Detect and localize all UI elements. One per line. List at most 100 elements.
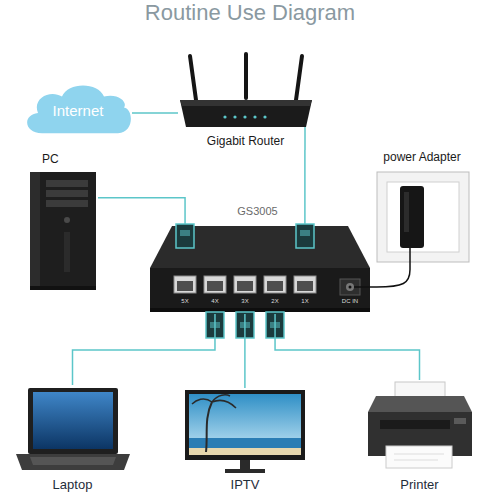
- switch-node: GS3005: [145, 224, 370, 314]
- switch-illustration-part: [150, 308, 370, 312]
- router-illustration-part: [244, 54, 248, 98]
- switch-illustration-part: [354, 286, 370, 288]
- switch-illustration-part: [297, 281, 313, 291]
- cable-plug-part: [300, 230, 310, 236]
- device-node: Laptop: [15, 385, 130, 495]
- node-label: IPTV: [231, 477, 260, 493]
- laptop-illustration-part: [30, 457, 116, 465]
- laptop-illustration-part: [33, 392, 113, 449]
- port-label: DC IN: [335, 298, 365, 304]
- switch-illustration-part: [237, 281, 253, 291]
- laptop-illustration-part: [16, 454, 130, 470]
- switch-illustration-part: [267, 281, 283, 291]
- node-label: Laptop: [53, 477, 93, 493]
- cable-plug-part: [206, 312, 224, 338]
- cable-plug-part: [240, 322, 250, 328]
- printer-illustration: [368, 382, 472, 468]
- port-label: 1X: [293, 298, 317, 304]
- node-label: GS3005: [145, 205, 370, 218]
- cable-plug-part: [176, 224, 194, 248]
- device-node: Printer: [362, 380, 477, 495]
- network-cable: [275, 314, 419, 380]
- network-cable: [73, 314, 215, 385]
- cable-plug-part: [180, 230, 190, 236]
- laptop-illustration-part: [28, 388, 118, 454]
- switch-illustration-part: [294, 276, 316, 293]
- tv-illustration-part: [185, 390, 305, 460]
- router-illustration-part: [233, 115, 236, 118]
- tv-illustration-part: [189, 394, 301, 455]
- node-label: PC: [42, 152, 59, 166]
- cable-plug-part: [266, 312, 284, 338]
- power-outlet-illustration-part: [377, 172, 469, 262]
- printer-illustration-part: [394, 454, 444, 455]
- printer-illustration-part: [395, 382, 445, 398]
- network-cable: [132, 112, 178, 114]
- device-node: IPTV: [180, 388, 310, 495]
- printer-illustration-part: [394, 460, 438, 461]
- laptop-illustration: [16, 388, 130, 470]
- switch-illustration-part: [207, 281, 223, 291]
- port-label: 4X: [203, 298, 227, 304]
- device-node: power Adapter: [372, 148, 472, 266]
- port-label: 3X: [233, 298, 257, 304]
- router-illustration-part: [263, 115, 266, 118]
- tv-illustration-part: [192, 395, 236, 408]
- power-cable: [370, 266, 410, 287]
- pc-tower-illustration-part: [30, 172, 96, 290]
- network-cable: [304, 150, 306, 224]
- network-cable: [244, 314, 246, 388]
- cable-plug: [176, 224, 314, 338]
- node-label: Gigabit Router: [207, 134, 284, 148]
- node-label: power Adapter: [383, 150, 460, 164]
- switch-illustration-part: [204, 276, 226, 293]
- cloud-outline: [27, 86, 131, 134]
- network-cable: [98, 198, 185, 224]
- pc-tower-illustration-part: [46, 180, 88, 187]
- pc-tower-illustration-part: [30, 172, 40, 290]
- pc-tower-illustration-part: [64, 232, 70, 272]
- device-node: PC: [28, 150, 98, 295]
- router-illustration-part: [180, 100, 312, 106]
- pc-tower-illustration-part: [46, 190, 88, 197]
- power-outlet-illustration: [377, 172, 469, 266]
- router-illustration-part: [304, 127, 306, 150]
- tv-illustration-part: [225, 469, 265, 473]
- router-illustration-part: [180, 100, 312, 127]
- diagram-title: Routine Use Diagram: [0, 0, 500, 26]
- tv-illustration-part: [240, 460, 250, 469]
- cable-plug-part: [296, 224, 314, 248]
- router-illustration-part: [243, 115, 246, 118]
- printer-illustration-part: [368, 396, 472, 412]
- node-label: Internet: [53, 102, 104, 120]
- router-illustration-part: [296, 56, 302, 100]
- tv-illustration-part: [206, 402, 212, 452]
- switch-illustration-part: [174, 276, 196, 293]
- pc-tower-illustration-part: [30, 286, 96, 290]
- router-illustration-part: [190, 56, 196, 100]
- router-illustration-part: [253, 115, 256, 118]
- router-illustration: [180, 54, 312, 150]
- power-outlet-illustration-part: [409, 248, 411, 266]
- switch-illustration-part: [234, 276, 256, 293]
- router-illustration-part: [223, 115, 226, 118]
- switch-illustration-part: [150, 268, 370, 310]
- cloud-node: Internet: [20, 80, 132, 135]
- cable-plug-part: [270, 322, 280, 328]
- port-label: 5X: [173, 298, 197, 304]
- port-label: 2X: [263, 298, 287, 304]
- pc-tower-illustration-part: [64, 217, 70, 223]
- switch-illustration-part: [177, 281, 193, 291]
- tv-illustration: [185, 390, 305, 473]
- device-node: Gigabit Router: [178, 50, 313, 150]
- pc-tower-illustration-part: [46, 200, 88, 207]
- node-label: Printer: [400, 477, 438, 493]
- switch-illustration-part: [264, 276, 286, 293]
- printer-illustration-part: [380, 420, 450, 429]
- printer-illustration-part: [454, 418, 466, 424]
